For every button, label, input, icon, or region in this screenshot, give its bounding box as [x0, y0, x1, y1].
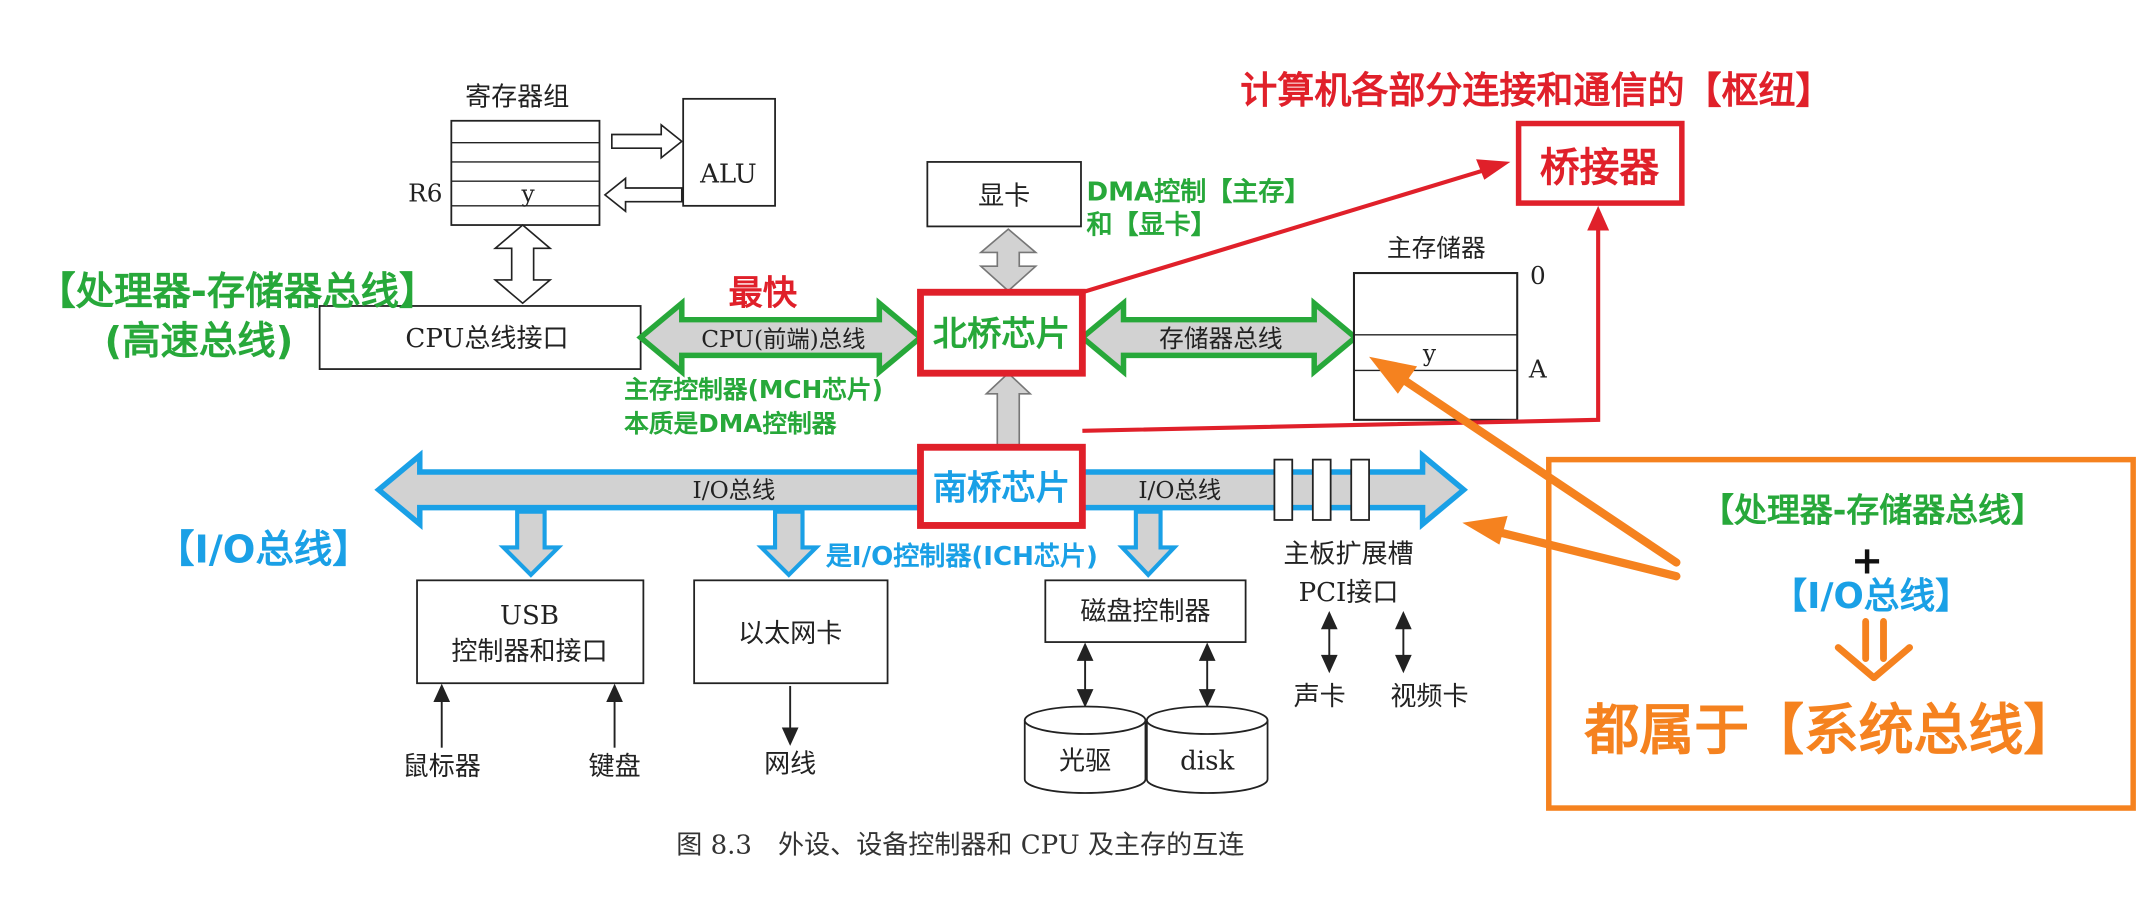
- south-to-bridge-arrow: [1082, 205, 1610, 433]
- usb-label-line1: USB: [500, 601, 559, 631]
- memory-bus-label: 存储器总线: [1159, 324, 1282, 353]
- southbridge-box: [917, 443, 1086, 529]
- north-to-bridge-arrow: [1081, 159, 1511, 295]
- disk-controller-label: 磁盘控制器: [1080, 597, 1210, 627]
- dma-note-line1: DMA控制【主存】: [1086, 177, 1310, 207]
- keyboard-label: 键盘: [589, 752, 641, 782]
- registers-label: 寄存器组: [465, 83, 569, 113]
- io-bus-tag: 【I/O总线】: [156, 528, 371, 573]
- video-card-label: 视频卡: [1390, 682, 1468, 712]
- cpu-bus-interface-box: [318, 305, 642, 370]
- bridge-label: 桥接器: [1540, 145, 1660, 191]
- ich-note: 是I/O控制器(ICH芯片): [826, 542, 1098, 572]
- system-bus-conclusion: 都属于【系统总线】: [1583, 698, 2078, 762]
- network-cable-label: 网线: [764, 749, 816, 779]
- ethernet-card-label: 以太网卡: [738, 619, 842, 649]
- expansion-slot-label: 主板扩展槽: [1283, 540, 1413, 570]
- io-drop-ethernet: [756, 509, 822, 578]
- dma-note-line2: 和【显卡】: [1086, 210, 1216, 240]
- mouse-label: 鼠标器: [403, 752, 481, 782]
- optical-drive-cylinder: [1023, 705, 1147, 794]
- orange-down-chevron: [1834, 618, 1913, 682]
- sound-card-label: 声卡: [1294, 682, 1346, 712]
- pci-interface-label: PCI接口: [1299, 578, 1399, 608]
- cpu-frontside-bus-label: CPU(前端)总线: [701, 326, 865, 353]
- usb-label-line2: 控制器和接口: [451, 637, 607, 667]
- bridge-box: [1515, 120, 1685, 206]
- memory-cell-y: y: [1422, 340, 1437, 367]
- northbridge-box: [917, 288, 1086, 377]
- orange-arrow-to-memory: [1369, 356, 1681, 567]
- orange-arrow-to-io-bus: [1462, 515, 1681, 581]
- reg-to-alu-arrow: [611, 123, 684, 160]
- io-bus-left-label: I/O总线: [693, 477, 776, 504]
- disk-controller-box: [1044, 579, 1247, 643]
- ethernet-card-box: [693, 579, 889, 685]
- disk-label: disk: [1180, 747, 1234, 777]
- io-bus-right-label: I/O总线: [1138, 477, 1221, 504]
- disk-cylinder: [1145, 705, 1269, 794]
- optical-drive-label: 光驱: [1059, 747, 1111, 777]
- alu-to-reg-arrow: [603, 176, 683, 214]
- reg-to-interface-arrow: [492, 223, 553, 305]
- alu-label: ALU: [699, 160, 757, 190]
- memory-address-a: A: [1528, 354, 1548, 383]
- memory-address-0: 0: [1530, 261, 1546, 290]
- hub-title: 计算机各部分连接和通信的【枢纽】: [1240, 69, 1832, 112]
- io-drop-usb: [498, 509, 564, 578]
- device-arrows: [433, 610, 1412, 748]
- box-proc-mem-bus: 【处理器-存储器总线】: [1701, 490, 2044, 529]
- mch-note-line1: 主存控制器(MCH芯片): [624, 375, 883, 404]
- alu-box: [682, 97, 776, 207]
- pci-slot-markers: [1273, 458, 1370, 521]
- high-speed-bus-tag: (高速总线): [105, 319, 294, 364]
- box-io-bus: 【I/O总线】: [1772, 576, 1971, 617]
- box-plus-sign: +: [1851, 538, 1883, 583]
- usb-controller-box: [416, 579, 645, 685]
- fastest-label: 最快: [728, 274, 797, 314]
- register-file: [450, 119, 601, 226]
- r6-label: R6: [408, 179, 442, 208]
- graphics-card-label: 显卡: [978, 181, 1030, 211]
- system-bus-box: [1546, 456, 2136, 811]
- southbridge-label: 南桥芯片: [933, 468, 1070, 508]
- northbridge-label: 北桥芯片: [933, 315, 1070, 355]
- main-memory-label: 主存储器: [1387, 234, 1486, 263]
- proc-mem-bus-tag: 【处理器-存储器总线】: [37, 270, 437, 315]
- register-y-label: y: [521, 181, 536, 208]
- graphics-card-box: [926, 161, 1082, 228]
- main-memory-box: [1352, 272, 1519, 421]
- north-south-link: [984, 372, 1033, 449]
- figure-caption: 图 8.3 外设、设备控制器和 CPU 及主存的互连: [676, 830, 1244, 860]
- mch-note-line2: 本质是DMA控制器: [624, 409, 837, 438]
- graphics-bus-arrow: [978, 228, 1038, 292]
- cpu-bus-interface-label: CPU总线接口: [405, 324, 568, 354]
- io-drop-disk: [1117, 509, 1180, 578]
